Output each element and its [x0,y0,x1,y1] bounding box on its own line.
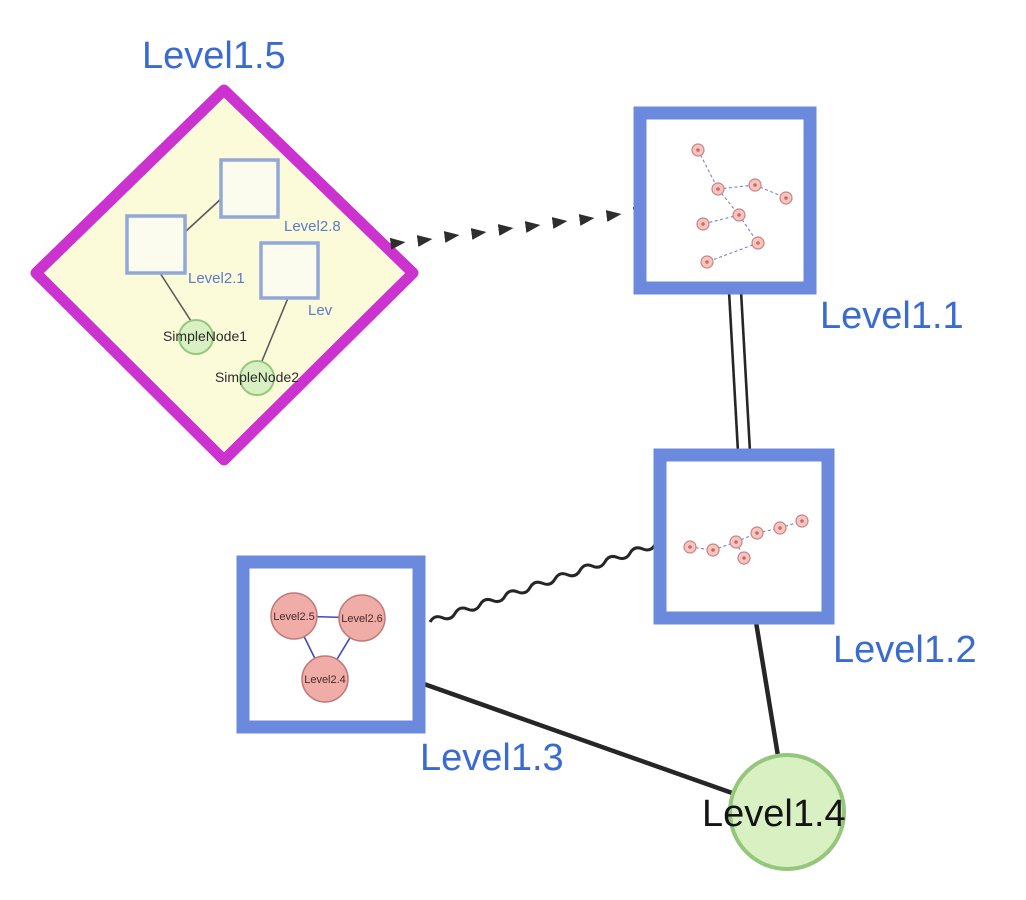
mini-node-dot [716,187,720,191]
edge-level1-3-level1-2[interactable] [428,543,657,623]
edge-level1-2-level1-4[interactable] [753,621,781,757]
node-level2-1[interactable] [125,214,187,275]
node-simplenode2[interactable] [239,360,275,396]
mini-node-dot [688,545,692,549]
mini-node-dot [778,526,782,530]
node-level1-3[interactable] [236,555,426,734]
mini-node-dot [734,540,738,544]
node-lev-label: Lev [308,302,333,319]
mini-node-dot [800,519,804,523]
mini-node-dot [756,241,760,245]
node-level1-2-thumbnail [683,514,809,565]
node-level2-6[interactable] [338,594,386,642]
node-level2-4[interactable] [301,655,349,703]
edge-line [739,290,752,453]
node-level2-5-label: Level2.5 [273,611,315,623]
mini-edge [706,242,759,263]
node-level2-6-label: Level2.6 [341,613,383,625]
mini-node-dot [755,531,759,535]
mini-node-dot [753,183,757,187]
node-level2-1-label: Level2.1 [188,270,245,287]
node-level1-2[interactable] [653,448,835,625]
edge-line [727,290,740,453]
node-level1-4-label: Level1.4 [702,793,846,835]
node-level1-4[interactable] [728,753,846,871]
mini-node-dot [701,222,705,226]
mini-node-dot [705,260,709,264]
node-level2-5[interactable] [270,592,318,640]
edge-level2-1-level2-8[interactable] [184,197,223,233]
mini-node-dot [742,556,746,560]
node-level1-3-label: Level1.3 [420,737,564,779]
node-level2-8[interactable] [219,158,280,219]
mini-node-dot [784,196,788,200]
node-level1-1-thumbnail [691,143,793,269]
mini-edge [697,149,719,190]
node-level1-2-label: Level1.2 [833,629,977,671]
edge-lev-simplenode2[interactable] [261,297,289,362]
node-level2-4-label: Level2.4 [304,674,346,686]
mini-node-dot [696,148,700,152]
edge-level1-1-level1-2[interactable] [727,290,752,453]
node-level2-8-label: Level2.8 [284,218,341,235]
node-level1-1-label: Level1.1 [820,295,964,337]
node-lev[interactable] [259,241,320,300]
mini-edge [712,541,737,551]
edge-level2-1-simplenode1[interactable] [159,272,192,322]
mini-node-dot [737,213,741,217]
mini-node-dot [711,548,715,552]
node-simplenode1[interactable] [178,319,214,355]
node-level1-2-group [653,448,835,625]
node-level1-5-label: Level1.5 [142,35,286,77]
edge-level1-5-level1-1[interactable] [389,206,649,250]
mini-edge [756,527,781,534]
node-level1-1-group [633,106,817,295]
node-level1-5[interactable] [30,84,419,466]
node-level1-3-group: Level2.5 Level2.6 Level2.4 [236,555,426,734]
edge-level1-3-level1-4[interactable] [423,681,736,797]
node-simplenode2-label: SimpleNode2 [215,369,299,385]
node-level1-5-group: Level2.8 Level2.1 Lev SimpleNode1 Simple… [30,84,419,466]
node-simplenode1-label: SimpleNode1 [163,328,247,344]
